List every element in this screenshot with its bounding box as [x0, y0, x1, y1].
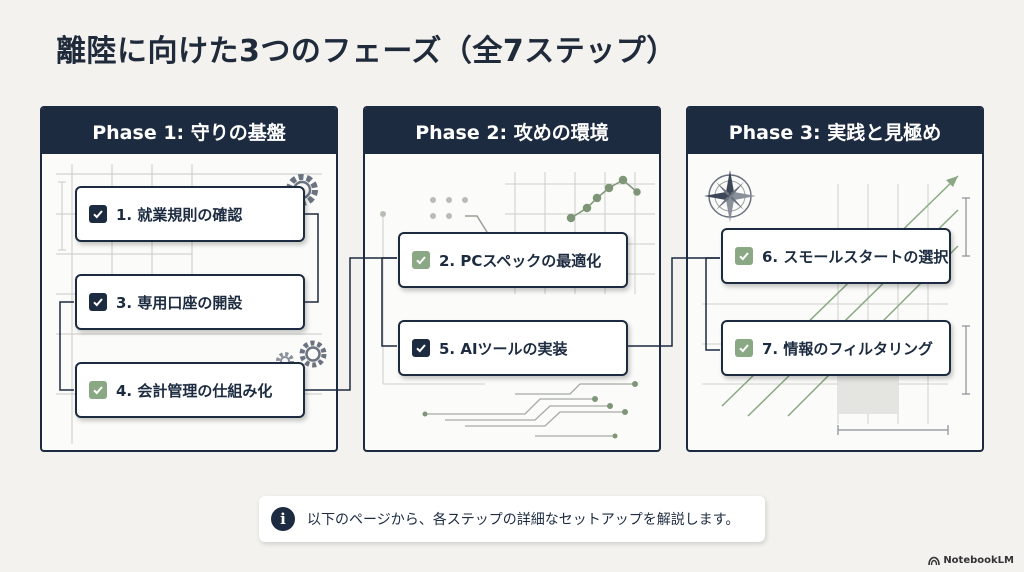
step-5-card[interactable]: 5. AIツールの実装	[398, 320, 628, 376]
phase-2-network-decoration	[380, 172, 655, 439]
phase-3-header: Phase 3: 実践と見極め	[688, 108, 982, 154]
info-icon: i	[271, 507, 295, 531]
checkbox-checked-icon	[735, 247, 753, 265]
step-1-card[interactable]: 1. 就業規則の確認	[75, 186, 305, 242]
brand-watermark: NotebookLM	[928, 555, 1014, 566]
step-label: 2. PCスペックの最適化	[439, 251, 602, 270]
info-note-text: 以下のページから、各ステップの詳細なセットアップを解説します。	[307, 512, 740, 528]
brand-label: NotebookLM	[943, 555, 1014, 566]
step-4-card[interactable]: 4. 会計管理の仕組み化	[75, 362, 305, 418]
step-3-card[interactable]: 3. 専用口座の開設	[75, 274, 305, 330]
step-label: 6. スモールスタートの選択	[762, 247, 949, 266]
checkbox-checked-icon	[412, 251, 430, 269]
step-label: 5. AIツールの実装	[439, 339, 568, 358]
step-2-card[interactable]: 2. PCスペックの最適化	[398, 232, 628, 288]
step-6-card[interactable]: 6. スモールスタートの選択	[721, 228, 951, 284]
checkbox-checked-icon	[412, 339, 430, 357]
compass-icon	[704, 170, 756, 222]
step-7-card[interactable]: 7. 情報のフィルタリング	[721, 320, 951, 376]
notebooklm-icon	[928, 556, 941, 565]
step-label: 3. 専用口座の開設	[116, 293, 243, 312]
step-label: 4. 会計管理の仕組み化	[116, 381, 273, 400]
phase-2-card: Phase 2: 攻めの環境	[363, 106, 661, 452]
checkbox-checked-icon	[89, 293, 107, 311]
step-label: 7. 情報のフィルタリング	[762, 339, 934, 358]
page-title: 離陸に向けた3つのフェーズ（全7ステップ）	[56, 34, 677, 69]
phase-3-trajectory-decoration	[702, 170, 970, 435]
gear-icon	[299, 340, 327, 368]
phase-1-header: Phase 1: 守りの基盤	[42, 108, 336, 154]
phase-2-header: Phase 2: 攻めの環境	[365, 108, 659, 154]
phase-1-card: Phase 1: 守りの基盤 1. 就業規則の確認 3. 専用口座の開設	[40, 106, 338, 452]
checkbox-checked-icon	[89, 381, 107, 399]
info-note: i 以下のページから、各ステップの詳細なセットアップを解説します。	[259, 496, 765, 542]
checkbox-checked-icon	[735, 339, 753, 357]
checkbox-checked-icon	[89, 205, 107, 223]
phase-3-card: Phase 3: 実践と見極め	[686, 106, 984, 452]
step-label: 1. 就業規則の確認	[116, 205, 243, 224]
